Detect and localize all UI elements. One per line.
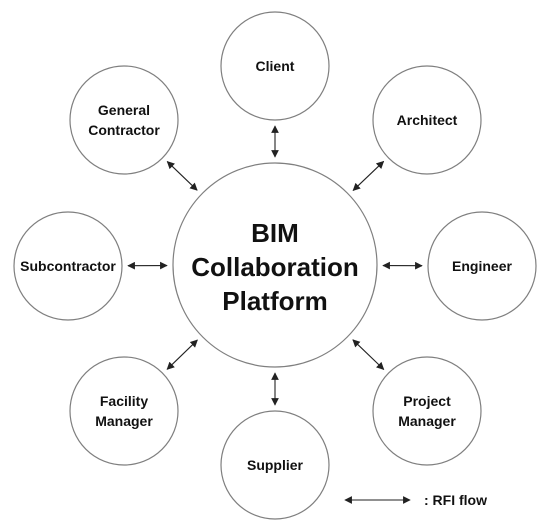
node-label-engineer: Engineer: [452, 258, 512, 274]
node-label-general-contractor: General: [98, 102, 150, 118]
node-label-facility-manager: Manager: [95, 413, 153, 429]
node-label-general-contractor: Contractor: [88, 122, 160, 138]
node-circle-general-contractor: [69, 65, 179, 175]
node-circle-architect: [372, 65, 482, 175]
node-circle-supplier: [220, 410, 330, 520]
center-circle: [172, 162, 378, 368]
rfi-arrow-general-contractor: [166, 161, 198, 191]
rfi-arrow-facility-manager: [166, 339, 198, 370]
node-label-project-manager: Project: [403, 393, 451, 409]
stakeholder-nodes: ClientArchitectEngineerProjectManagerSup…: [13, 11, 537, 520]
node-circle-engineer: [427, 211, 537, 321]
node-label-subcontractor: Subcontractor: [20, 258, 116, 274]
node-circle-facility-manager: [69, 356, 179, 466]
rfi-arrow-project-manager: [352, 339, 385, 370]
rfi-flow-arrows: [127, 125, 423, 406]
node-circle-subcontractor: [13, 211, 123, 321]
node-circle-project-manager: [372, 356, 482, 466]
rfi-arrow-architect: [352, 160, 385, 191]
center-label: BIM: [251, 218, 299, 248]
node-label-facility-manager: Facility: [100, 393, 148, 409]
node-supplier: Supplier: [220, 410, 330, 520]
node-subcontractor: Subcontractor: [13, 211, 123, 321]
center-label: Collaboration: [191, 252, 359, 282]
legend: : RFI flow: [344, 492, 487, 508]
center-label: Platform: [222, 286, 327, 316]
node-circle-client: [220, 11, 330, 121]
node-engineer: Engineer: [427, 211, 537, 321]
node-client: Client: [220, 11, 330, 121]
node-label-supplier: Supplier: [247, 457, 304, 473]
node-label-client: Client: [256, 58, 295, 74]
legend-label: : RFI flow: [424, 492, 487, 508]
node-architect: Architect: [372, 65, 482, 175]
node-label-architect: Architect: [397, 112, 458, 128]
node-label-project-manager: Manager: [398, 413, 456, 429]
